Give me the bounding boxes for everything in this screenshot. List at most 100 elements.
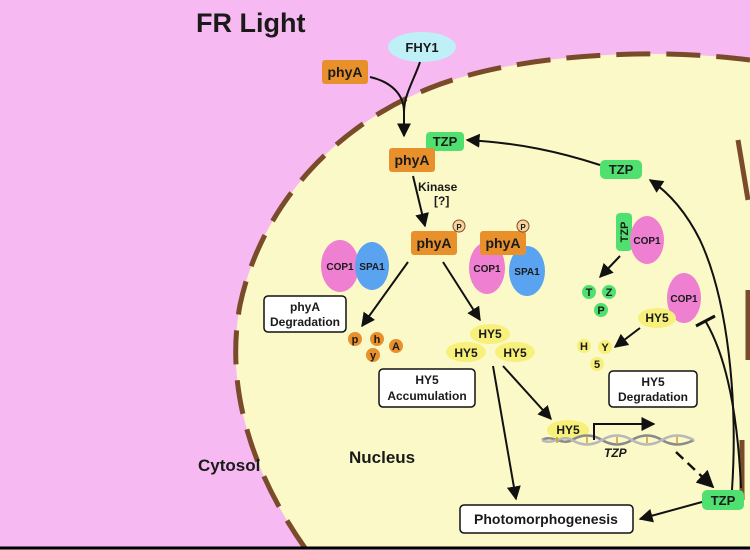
phospho-marker-mid [516, 219, 530, 233]
spa1-protein-mid [509, 246, 545, 296]
fhy1-label: FHY1 [405, 40, 438, 55]
to-phya-degradation-arrow [361, 261, 409, 328]
kinase-unknown-label: [?] [434, 194, 449, 208]
hy5-fragment-5-label: 5 [594, 359, 600, 371]
phya-protein-nucleus [389, 148, 435, 172]
phya-degradation-line1: phyA [290, 300, 320, 314]
cop1-protein-right [630, 216, 664, 264]
phya-fragment-p [348, 332, 362, 346]
phya-label-nucleus: phyA [395, 152, 430, 168]
hy5-protein-top [470, 324, 510, 344]
hy5-protein-degrading [638, 308, 676, 328]
fhy1-protein [388, 32, 456, 62]
cop1-protein-left [321, 240, 359, 292]
tzp-inhibits-cop1-line [705, 321, 742, 489]
hy5-protein-right [495, 342, 535, 362]
phospho-marker-center [452, 219, 466, 233]
tzp-fragment-p [594, 303, 608, 317]
cop1-label-far-right: COP1 [670, 294, 698, 305]
tzp-to-photomorphogenesis-arrow [638, 501, 703, 523]
fhy1-merge-line [403, 61, 421, 113]
tzp-fragment-z-label: Z [606, 287, 613, 299]
hy5-label-top: HY5 [478, 327, 502, 341]
hy5-accumulation-line2: Accumulation [387, 389, 466, 403]
inhibition-bar [695, 314, 716, 328]
hy5-degradation-line2: Degradation [618, 390, 688, 404]
hy5-fragment-h-label: H [580, 341, 588, 353]
tzp-label-vertical: TZP [619, 222, 631, 243]
hy5-label-left: HY5 [454, 346, 478, 360]
hy5-degradation-line1: HY5 [641, 375, 665, 389]
tzp-label-bottom: TZP [711, 493, 736, 508]
hy5-degradation-box [608, 370, 698, 408]
dna-helix-strand-b [541, 434, 695, 446]
phya-degradation-line2: Degradation [270, 315, 340, 329]
cytosol-label: Cytosol [198, 456, 260, 475]
page-title: FR Light [196, 8, 305, 38]
phya-fragment-y [366, 348, 380, 362]
phospho-marker-label-center: P [456, 223, 462, 232]
tzp-feedback-arrow [648, 179, 735, 491]
phya-phospho-protein-mid [480, 231, 526, 255]
spa1-label-left: SPA1 [359, 262, 385, 273]
photomorphogenesis-label: Photomorphogenesis [474, 511, 618, 527]
tzp-label-top: TZP [433, 134, 458, 149]
hy5-degradation-arrow [613, 327, 641, 348]
cop1-label-mid: COP1 [473, 264, 501, 275]
tzp-protein-right [600, 160, 642, 179]
phya-fragment-h [370, 332, 384, 346]
tzp-fragment-t-label: T [586, 287, 593, 299]
phospho-marker-label-mid: P [520, 223, 526, 232]
tzp-label-right: TZP [609, 162, 634, 177]
dna-rungs [556, 437, 678, 443]
cop1-protein-far-right [667, 273, 701, 323]
dna-helix-strand-a [541, 434, 695, 446]
hy5-label-right: HY5 [503, 346, 527, 360]
hy5-fragment-y [598, 340, 612, 354]
tzp-to-complex-arrow [465, 133, 601, 166]
spa1-protein-left [355, 242, 389, 290]
phya-fragment-p-label: p [352, 334, 359, 346]
nucleus-label: Nucleus [349, 448, 415, 467]
nuclear-envelope-right [735, 139, 750, 500]
tzp-protein-vertical [616, 213, 632, 251]
hy5-protein-promoter [547, 420, 589, 440]
phya-phospho-label-mid: phyA [486, 235, 521, 251]
hy5-fragment-y-label: Y [601, 342, 609, 354]
phya-label-cytosol: phyA [328, 64, 363, 80]
phya-phospho-label: phyA [417, 235, 452, 251]
hy5-label-promoter: HY5 [556, 423, 580, 437]
transcription-start-arrow [593, 417, 656, 440]
spa1-label-mid: SPA1 [514, 267, 540, 278]
phya-fragment-h-label: h [374, 334, 381, 346]
gene-expression-arrow [675, 451, 715, 489]
kinase-label: Kinase [418, 180, 458, 194]
tzp-gene-label: TZP [604, 446, 628, 460]
hy5-accumulation-line1: HY5 [415, 373, 439, 387]
phya-phospho-protein [411, 231, 457, 255]
cop1-label-left: COP1 [326, 262, 354, 273]
hy5-to-gene-arrow [502, 365, 552, 421]
tzp-fragment-z [602, 285, 616, 299]
hy5-fragment-5 [590, 357, 604, 371]
hy5-to-photomorphogenesis-arrow [492, 365, 521, 501]
hy5-protein-left [446, 342, 486, 362]
photomorphogenesis-box [459, 504, 634, 534]
nuclear-envelope [233, 51, 750, 550]
hy5-label-degrading: HY5 [645, 311, 669, 325]
tzp-protein-bottom [702, 490, 744, 510]
hy5-fragment-h [577, 339, 591, 353]
tzp-fragment-t [582, 285, 596, 299]
phya-protein-cytosol [322, 60, 368, 84]
hy5-accumulation-box [378, 368, 476, 408]
phya-fragment-a [389, 339, 403, 353]
kinase-arrow [412, 175, 429, 228]
tzp-fragment-p-label: P [597, 305, 604, 317]
cop1-label-right: COP1 [633, 236, 661, 247]
phya-fragment-y-label: y [370, 350, 377, 362]
tzp-protein-top [426, 132, 464, 151]
tzp-degradation-arrow [599, 255, 621, 279]
phya-degradation-box [263, 295, 347, 333]
